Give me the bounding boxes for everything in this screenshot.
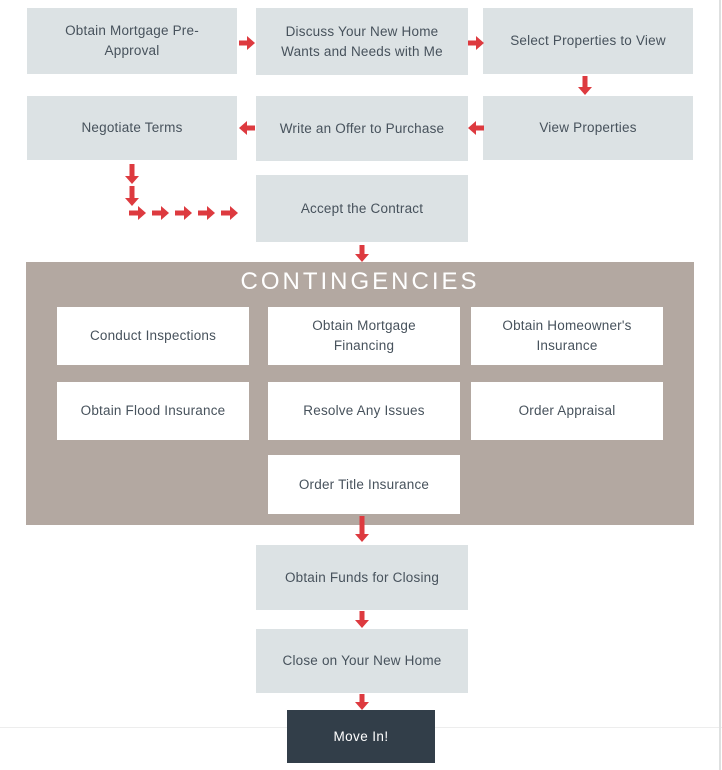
arrow-down-close-to-movein-icon [355, 694, 369, 710]
step-negotiate-terms: Negotiate Terms [27, 96, 237, 160]
arrow-down-contingencies-to-funds-icon [355, 516, 369, 542]
arrow-right-dash-1-icon [129, 206, 146, 219]
arrow-down-accept-to-contingencies-icon [355, 245, 369, 262]
arrow-right-dash-2-icon [152, 206, 169, 219]
contingency-homeowners-insurance: Obtain Homeowner's Insurance [471, 307, 663, 365]
contingencies-title: CONTINGENCIES [240, 268, 480, 295]
contingency-resolve-issues: Resolve Any Issues [268, 382, 460, 440]
page-right-border [719, 0, 721, 770]
step-write-offer: Write an Offer to Purchase [256, 96, 468, 161]
contingency-mortgage-financing: Obtain Mortgage Financing [268, 307, 460, 365]
contingency-order-appraisal: Order Appraisal [471, 382, 663, 440]
step-accept-contract: Accept the Contract [256, 175, 468, 242]
arrow-left-offer-to-negotiate-icon [239, 121, 255, 135]
step-obtain-mortgage-pre-approval: Obtain Mortgage Pre-Approval [27, 8, 237, 74]
arrow-right-dash-5-icon [221, 206, 238, 219]
arrow-down-funds-to-close-icon [355, 611, 369, 628]
arrow-down-dash-1-icon [125, 164, 139, 184]
step-close-on-home: Close on Your New Home [256, 629, 468, 693]
arrow-left-view-to-offer-icon [468, 121, 484, 135]
step-move-in: Move In! [287, 710, 435, 763]
contingency-title-insurance: Order Title Insurance [268, 455, 460, 514]
arrow-down-dash-2-icon [125, 186, 139, 206]
step-view-properties: View Properties [483, 96, 693, 160]
step-discuss-wants-and-needs: Discuss Your New Home Wants and Needs wi… [256, 8, 468, 75]
contingency-flood-insurance: Obtain Flood Insurance [57, 382, 249, 440]
step-select-properties: Select Properties to View [483, 8, 693, 74]
arrow-right-discuss-to-select-icon [468, 36, 484, 50]
arrow-right-dash-4-icon [198, 206, 215, 219]
arrow-right-dash-3-icon [175, 206, 192, 219]
contingency-conduct-inspections: Conduct Inspections [57, 307, 249, 365]
arrow-right-preapproval-to-discuss-icon [239, 36, 255, 50]
step-obtain-funds: Obtain Funds for Closing [256, 545, 468, 610]
arrow-down-select-to-view-icon [578, 76, 592, 95]
